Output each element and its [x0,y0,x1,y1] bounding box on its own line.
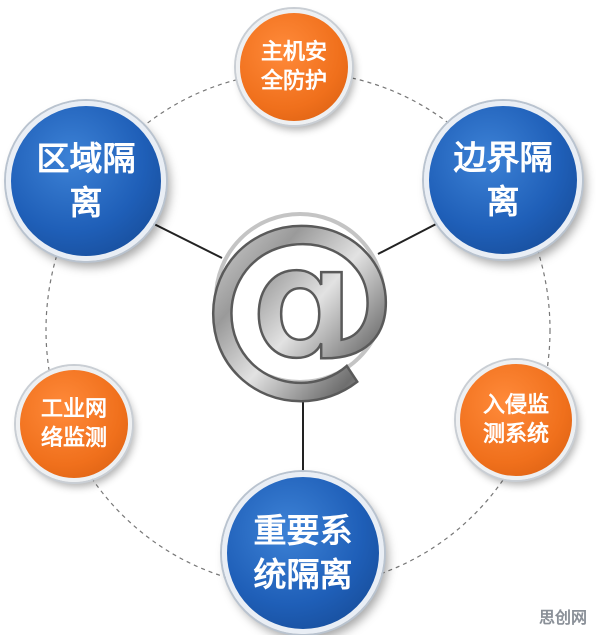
connector-region [149,221,223,259]
industrial-monitoring-node: 工业网 络监测 [16,366,132,482]
host-protection-label: 主机安 全防护 [260,40,327,94]
at-symbol-icon: @ [199,180,402,416]
critical-system-isolation-label: 重要系 统隔离 [253,511,353,594]
intrusion-detection-node: 入侵监 测系统 [456,360,576,480]
industrial-monitoring-label: 工业网 络监测 [40,397,107,451]
watermark: 思创网 [535,603,590,629]
host-protection-node: 主机安 全防护 [236,9,352,125]
connector-border [377,221,441,255]
region-isolation-node: 区域隔 离 [6,101,166,261]
at-symbol-glyph: @ [200,182,400,415]
intrusion-detection-label: 入侵监 测系统 [482,393,549,447]
border-isolation-node: 边界隔 离 [424,101,582,259]
border-isolation-label: 边界隔 离 [453,138,553,221]
region-isolation-label: 区域隔 离 [36,139,136,222]
critical-system-isolation-node: 重要系 统隔离 [222,472,384,634]
